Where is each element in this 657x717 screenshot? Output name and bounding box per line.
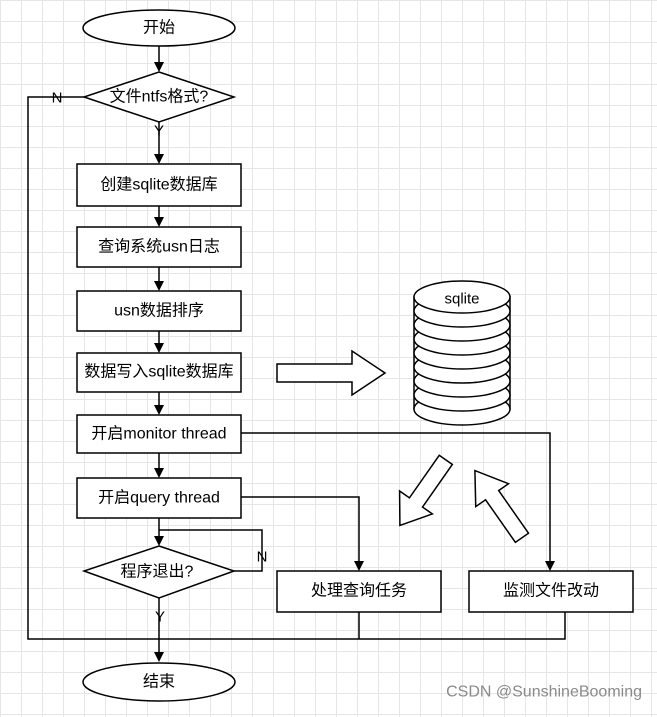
block-arrow-right: [276, 349, 387, 397]
arrowhead-end: [154, 652, 164, 662]
watermark-text: CSDN @SunshineBooming: [446, 684, 642, 701]
query-thread-label: 开启query thread: [98, 489, 220, 507]
decision-ntfs: 文件ntfs格式?: [81, 71, 237, 123]
decision-ntfs-label: 文件ntfs格式?: [110, 88, 209, 106]
process-shape: [76, 414, 242, 454]
process-shape: [76, 477, 242, 519]
sort-usn-label: usn数据排序: [114, 302, 204, 320]
decision-exit-label: 程序退出?: [121, 563, 194, 581]
process-shape: [468, 570, 634, 613]
node-start: 开始: [82, 9, 236, 47]
arrowhead-exit: [154, 536, 164, 546]
arrowhead-filemonitor: [545, 561, 555, 571]
decision-shape: [81, 71, 237, 123]
arrowhead-sort: [154, 281, 164, 291]
block-arrow-up-left-shape: [474, 469, 530, 544]
terminator-shape: [82, 9, 236, 47]
arrowhead-create: [154, 154, 164, 164]
arrowheads: [154, 62, 555, 662]
edge-monitor-to-filemonitor: [241, 432, 551, 561]
arrowhead-querythread: [154, 468, 164, 478]
node-query-usn: 查询系统usn日志: [76, 226, 242, 268]
arrowhead-ntfs: [154, 62, 164, 72]
node-sort-usn: usn数据排序: [76, 290, 242, 332]
arrowhead-write: [154, 343, 164, 353]
connectors: [27, 45, 566, 652]
block-arrow-down-left: [398, 454, 454, 527]
database-stack: sqlite: [413, 280, 511, 426]
arrowhead-monitor: [154, 405, 164, 415]
node-query-thread: 开启query thread: [76, 477, 242, 519]
end-label: 结束: [143, 673, 175, 691]
process-shape: [276, 570, 442, 613]
label-yes-exit: Y: [155, 609, 165, 626]
node-handle-query: 处理查询任务: [276, 570, 442, 613]
block-arrow-up-left: [474, 469, 530, 544]
edge-querythread-to-handle: [241, 496, 360, 561]
edge-ntfs-no-to-end: [27, 96, 566, 640]
node-end: 结束: [82, 662, 236, 702]
arrowhead-handle: [354, 561, 364, 571]
decision-shape: [81, 545, 237, 599]
create-db-label: 创建sqlite数据库: [100, 176, 217, 194]
query-usn-label: 查询系统usn日志: [98, 238, 220, 256]
decision-exit: 程序退出?: [81, 545, 237, 599]
process-shape: [76, 226, 242, 268]
monitor-thread-label: 开启monitor thread: [91, 425, 226, 443]
arrowhead-query: [154, 217, 164, 227]
process-shape: [76, 352, 242, 393]
terminator-shape: [82, 662, 236, 702]
block-arrow-down-left-shape: [398, 454, 454, 527]
edge-exit-no-loop: [159, 529, 263, 572]
start-label: 开始: [143, 19, 175, 37]
write-db-label: 数据写入sqlite数据库: [84, 363, 233, 381]
label-no-ntfs: N: [52, 90, 63, 107]
label-yes-ntfs: Y: [154, 123, 164, 140]
node-monitor-file: 监测文件改动: [468, 570, 634, 613]
node-create-db: 创建sqlite数据库: [76, 163, 242, 207]
monitor-file-label: 监测文件改动: [503, 582, 599, 600]
node-write-db: 数据写入sqlite数据库: [76, 352, 242, 393]
database-top-disk: [413, 280, 511, 314]
label-no-exit: N: [257, 549, 268, 566]
database-label: sqlite: [444, 291, 479, 308]
process-shape: [76, 290, 242, 332]
node-monitor-thread: 开启monitor thread: [76, 414, 242, 454]
handle-query-label: 处理查询任务: [311, 582, 407, 600]
process-shape: [76, 163, 242, 207]
